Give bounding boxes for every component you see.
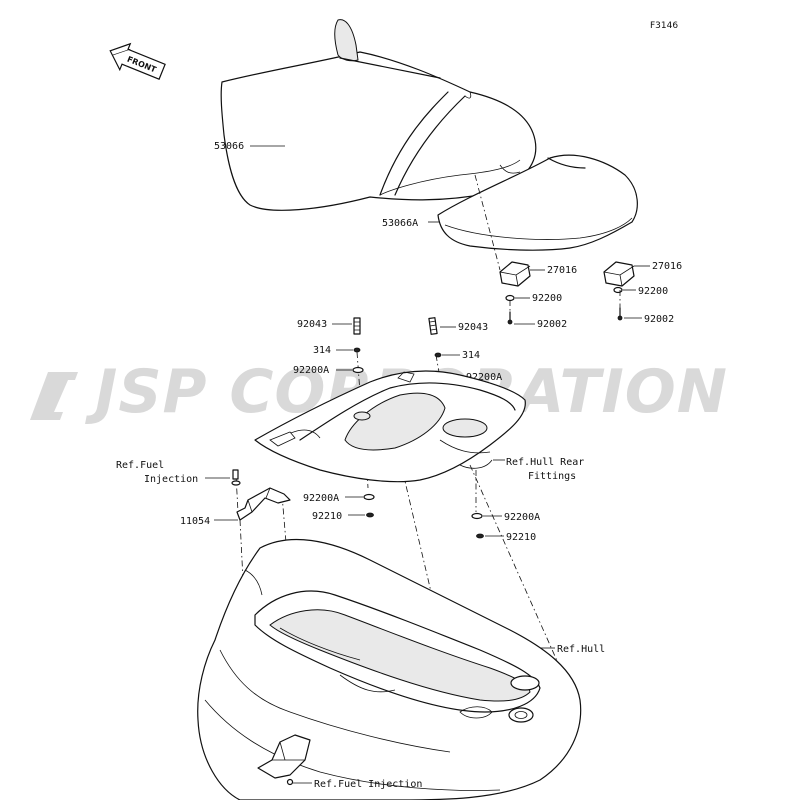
- washer-a-bottom-left-icon: [363, 493, 375, 501]
- label-washer-left: 92200: [532, 293, 562, 304]
- label-hull-rear-line2: Fittings: [528, 471, 576, 482]
- label-washer-a-bottom-right: 92200A: [504, 512, 540, 523]
- label-bolt-right: 92043: [458, 322, 488, 333]
- washer-a-top-left-icon: [352, 366, 364, 374]
- stopper-right: [603, 261, 635, 321]
- label-seat-front: 53066: [214, 141, 244, 152]
- label-nut-bottom-right: 92210: [506, 532, 536, 543]
- label-bracket: 11054: [180, 516, 210, 527]
- label-screw-right: 92002: [644, 314, 674, 325]
- front-seat: [220, 19, 537, 211]
- nut-left-icon: [353, 347, 361, 353]
- hull: [197, 538, 582, 800]
- fuel-bracket-bottom: [257, 734, 311, 786]
- label-stopper-left: 27016: [547, 265, 577, 276]
- label-washer-a-bottom-left: 92200A: [303, 493, 339, 504]
- label-washer-right: 92200: [638, 286, 668, 297]
- label-washer-a-top-right: 92200A: [466, 372, 502, 383]
- label-bolt-left: 92043: [297, 319, 327, 330]
- rear-hull-fitting: [254, 370, 526, 483]
- figure-code: F3146: [650, 21, 678, 31]
- screw-left-icon: [507, 319, 513, 325]
- label-ref-fuel-top-line2: Injection: [144, 474, 198, 485]
- stopper-left: [499, 261, 531, 325]
- rear-seat: [437, 154, 638, 251]
- front-arrow-icon: FRONT: [109, 42, 166, 80]
- label-hull-rear-line1: Ref.Hull Rear: [506, 457, 584, 468]
- nut-right-icon: [434, 352, 442, 358]
- label-ref-fuel-bottom: Ref.Fuel Injection: [314, 779, 422, 790]
- washer-left-icon: [505, 294, 515, 302]
- label-nut-bottom-left: 92210: [312, 511, 342, 522]
- label-washer-a-top-left: 92200A: [293, 365, 329, 376]
- label-ref-hull: Ref.Hull: [557, 644, 605, 655]
- label-nut-left: 314: [313, 345, 331, 356]
- nut-bottom-right-icon: [476, 533, 484, 539]
- nut-bottom-left-icon: [366, 512, 374, 518]
- label-ref-fuel-top-line1: Ref.Fuel: [116, 460, 164, 471]
- bracket: [231, 469, 291, 521]
- label-screw-left: 92002: [537, 319, 567, 330]
- screw-right-icon: [617, 315, 623, 321]
- label-stopper-right: 27016: [652, 261, 682, 272]
- washer-a-bottom-right-icon: [471, 512, 483, 520]
- screw-fuel-top-icon: [232, 469, 239, 480]
- bolt-left: [352, 317, 364, 374]
- washer-fuel-top-icon: [231, 480, 241, 486]
- washer-right-icon: [613, 286, 623, 294]
- label-nut-right: 314: [462, 350, 480, 361]
- label-seat-rear: 53066A: [382, 218, 418, 229]
